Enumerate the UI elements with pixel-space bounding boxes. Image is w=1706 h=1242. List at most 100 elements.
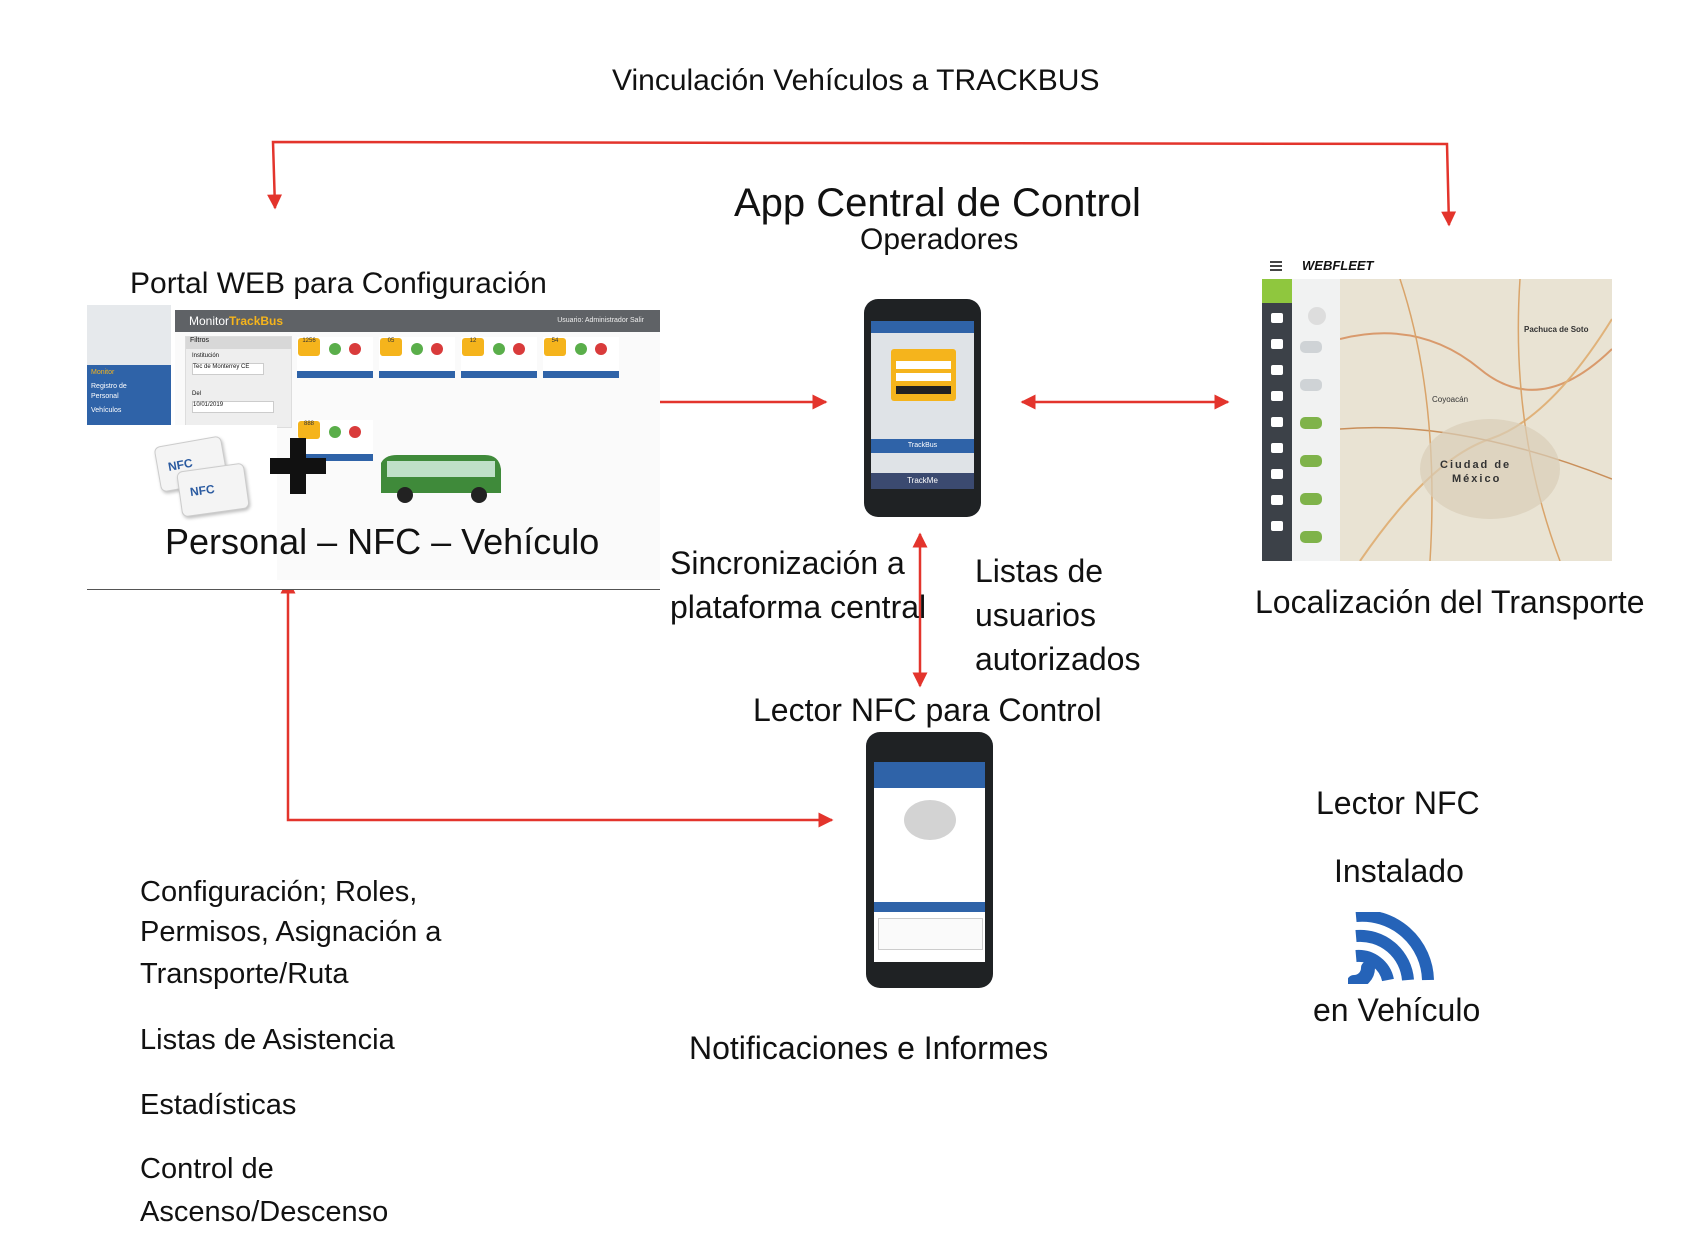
status-down-icon bbox=[431, 343, 443, 355]
listas-label-1: Listas de bbox=[975, 553, 1104, 589]
filters-date-input[interactable]: 10/01/2019 bbox=[192, 401, 274, 413]
filter-icon[interactable] bbox=[1308, 307, 1326, 325]
nfc-notification[interactable] bbox=[878, 918, 983, 950]
status-down-icon bbox=[349, 343, 361, 355]
feature-item: Configuración; Roles, bbox=[140, 876, 418, 908]
bus-card-bar bbox=[297, 454, 373, 461]
portal-side-item: Personal bbox=[91, 393, 119, 400]
plus-icon-v bbox=[290, 438, 306, 494]
vehicle-item-icon[interactable] bbox=[1300, 455, 1322, 467]
settings-icon[interactable] bbox=[1271, 495, 1283, 505]
lector-control-label: Lector NFC para Control bbox=[753, 692, 1102, 728]
bus-card[interactable]: 888 bbox=[297, 420, 373, 461]
bus-icon: 1256 bbox=[298, 338, 320, 356]
portal-map-thumb bbox=[87, 305, 171, 365]
feature-item: Permisos, Asignación a bbox=[140, 916, 442, 948]
status-up-icon bbox=[329, 426, 341, 438]
portal-user[interactable]: Usuario: Administrador Salir bbox=[557, 317, 644, 324]
status-down-icon bbox=[595, 343, 607, 355]
app-header bbox=[871, 321, 974, 333]
app-brand: TrackBus bbox=[871, 439, 974, 453]
orders-icon[interactable] bbox=[1271, 365, 1283, 375]
reports-icon[interactable] bbox=[1271, 443, 1283, 453]
lector-nfc-label: Lector NFC bbox=[1316, 785, 1480, 821]
vehicle-item-icon[interactable] bbox=[1300, 531, 1322, 543]
portal-side-item[interactable]: Vehículos bbox=[91, 407, 122, 414]
portal-brand: MonitorTrackBus bbox=[189, 314, 284, 328]
arrow-vinculacion bbox=[267, 140, 1457, 227]
bus-card-bar bbox=[461, 371, 537, 378]
status-down-icon bbox=[513, 343, 525, 355]
bus-card-bar bbox=[543, 371, 619, 378]
map-label: Coyoacán bbox=[1432, 395, 1469, 404]
map-roads bbox=[1340, 279, 1612, 561]
bus-icon: 05 bbox=[380, 338, 402, 356]
feature-item: Listas de Asistencia bbox=[140, 1024, 395, 1056]
portal-side-item[interactable]: Monitor bbox=[91, 369, 115, 376]
map-label: México bbox=[1452, 473, 1502, 485]
driver-icon[interactable] bbox=[1271, 339, 1283, 349]
bus-icon: 54 bbox=[544, 338, 566, 356]
alert-icon[interactable] bbox=[1271, 391, 1283, 401]
bus-icon: 888 bbox=[298, 421, 320, 439]
en-vehiculo-label: en Vehículo bbox=[1313, 992, 1481, 1028]
arrow-portal-lector bbox=[280, 578, 834, 828]
vehicle-item-icon[interactable] bbox=[1300, 379, 1322, 391]
app-username-field[interactable] bbox=[896, 361, 951, 369]
nav-active-icon[interactable] bbox=[1262, 279, 1292, 303]
wrench-icon[interactable] bbox=[1271, 417, 1283, 427]
localizacion-label: Localización del Transporte bbox=[1255, 584, 1645, 620]
portal-side-item[interactable]: Registro de bbox=[91, 383, 127, 390]
bus-card[interactable]: 05 bbox=[379, 337, 455, 378]
status-up-icon bbox=[411, 343, 423, 355]
feature-item: Ascenso/Descenso bbox=[140, 1196, 389, 1228]
nfc-card-label: NFC bbox=[189, 481, 216, 500]
phone-app-central: TrackBus TrackMe bbox=[864, 299, 981, 517]
app-footer: TrackMe bbox=[871, 473, 974, 489]
vehicle-item-icon[interactable] bbox=[1300, 341, 1322, 353]
person-walk-icon bbox=[904, 800, 956, 840]
lector-header bbox=[874, 762, 985, 788]
sincronizacion-label-2: plataforma central bbox=[670, 589, 927, 625]
menu-icon[interactable] bbox=[1270, 261, 1282, 263]
feature-item: Transporte/Ruta bbox=[140, 958, 349, 990]
bus-icon-large bbox=[381, 455, 501, 503]
nfc-wave-icon bbox=[1348, 912, 1434, 984]
bus-card-bar bbox=[297, 371, 373, 378]
bus-card[interactable]: 1256 bbox=[297, 337, 373, 378]
listas-label-2: usuarios bbox=[975, 597, 1096, 633]
bus-card[interactable]: 12 bbox=[461, 337, 537, 378]
status-down-icon bbox=[349, 426, 361, 438]
operadores-label: Operadores bbox=[860, 223, 1019, 256]
webfleet-vehicle-panel bbox=[1292, 279, 1340, 561]
documents-icon[interactable] bbox=[1271, 469, 1283, 479]
phone-lector-screen bbox=[874, 762, 985, 962]
apps-icon[interactable] bbox=[1271, 521, 1283, 531]
portal-sidebar: Monitor Registro de Personal Vehículos bbox=[87, 365, 171, 425]
vinculacion-label: Vinculación Vehículos a TRACKBUS bbox=[612, 64, 1100, 97]
portal-filters: Filtros Institución Tec de Monterrey CE … bbox=[185, 336, 292, 428]
vehicle-item-icon[interactable] bbox=[1300, 417, 1322, 429]
webfleet-nav-rail bbox=[1262, 279, 1292, 561]
status-up-icon bbox=[575, 343, 587, 355]
app-password-field[interactable] bbox=[896, 373, 951, 381]
app-login-button[interactable] bbox=[896, 386, 951, 394]
status-up-icon bbox=[329, 343, 341, 355]
bus-icon: 12 bbox=[462, 338, 484, 356]
map-label: Pachuca de Soto bbox=[1524, 325, 1589, 334]
filters-date-label: Del bbox=[192, 391, 202, 397]
lector-action-bar[interactable] bbox=[874, 902, 985, 912]
portal-web-title: Portal WEB para Configuración bbox=[130, 267, 547, 300]
status-up-icon bbox=[493, 343, 505, 355]
webfleet-screenshot: WEBFLEET Pachuca de Soto Coyoacán Ci bbox=[1262, 255, 1612, 561]
filters-title: Filtros bbox=[186, 337, 291, 349]
personal-nfc-label: Personal – NFC – Vehículo bbox=[165, 521, 600, 562]
vehicle-icon[interactable] bbox=[1271, 313, 1283, 323]
sincronizacion-label-1: Sincronización a bbox=[670, 545, 905, 581]
phone-lector-nfc bbox=[866, 732, 993, 988]
vehicle-item-icon[interactable] bbox=[1300, 493, 1322, 505]
bus-card[interactable]: 54 bbox=[543, 337, 619, 378]
webfleet-map[interactable]: Pachuca de Soto Coyoacán Ciudad de Méxic… bbox=[1340, 279, 1612, 561]
filters-institution-select[interactable]: Tec de Monterrey CE bbox=[192, 363, 264, 375]
phone-app-screen: TrackBus TrackMe bbox=[871, 321, 974, 489]
